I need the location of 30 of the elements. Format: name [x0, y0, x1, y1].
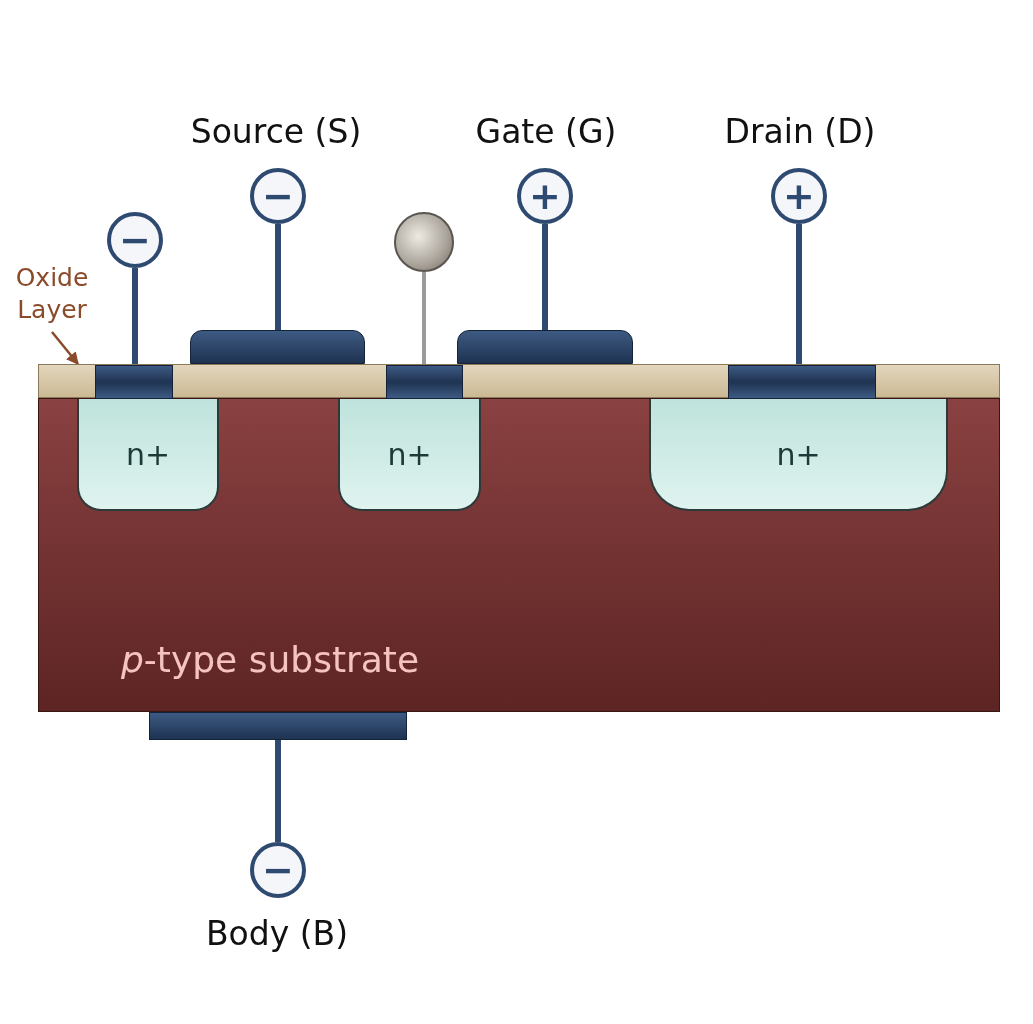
terminal-wire [275, 224, 281, 330]
terminal-wire [422, 272, 426, 364]
terminal-wire [796, 224, 802, 364]
metal-contact [95, 365, 173, 399]
metal-pad [190, 330, 365, 364]
doped-region: n+ [77, 399, 219, 511]
terminal-wire [132, 268, 138, 364]
terminal-wire [542, 224, 548, 330]
terminal-circle: + [771, 168, 827, 224]
terminal-circle: − [250, 842, 306, 898]
layer-label: Oxide Layer [4, 262, 100, 332]
terminal-circle: + [517, 168, 573, 224]
terminal-label: Source (S) [189, 112, 363, 151]
gate-terminal-ball [394, 212, 454, 272]
terminal-circle: − [250, 168, 306, 224]
doped-region: n+ [338, 399, 481, 511]
terminal-wire [275, 740, 281, 842]
substrate-region [38, 398, 1000, 712]
terminal-label: Body (B) [204, 914, 350, 953]
metal-pad [149, 712, 407, 740]
metal-contact [386, 365, 463, 399]
oxide-layer [38, 364, 1000, 398]
terminal-circle: − [107, 212, 163, 268]
metal-contact [728, 365, 876, 399]
region-label: p-type substrate [121, 639, 420, 680]
leader-arrow [51, 331, 79, 365]
terminal-label: Drain (D) [723, 112, 877, 151]
metal-pad [457, 330, 633, 364]
terminal-label: Gate (G) [474, 112, 618, 151]
doped-region: n+ [649, 399, 948, 511]
